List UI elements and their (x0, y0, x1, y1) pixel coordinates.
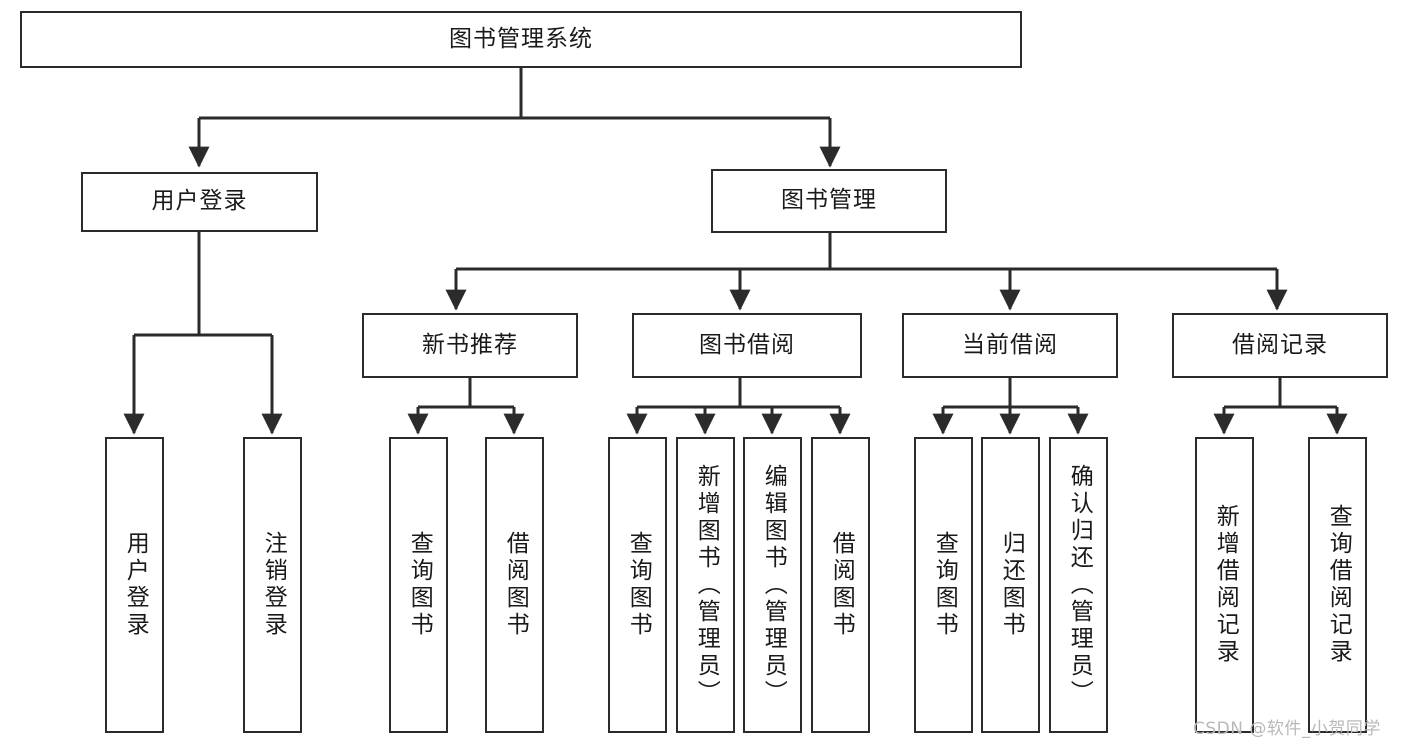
leaf-confirm-return[interactable]: 确认归还（管理员） (1049, 437, 1108, 733)
node-book-borrow[interactable]: 图书借阅 (632, 313, 862, 378)
node-root-label: 图书管理系统 (449, 25, 593, 52)
leaf-confirm-return-label: 确认归还（管理员） (1066, 463, 1093, 707)
leaf-query-book-3-label: 查询图书 (931, 531, 958, 639)
leaf-borrow-book-1-label: 借阅图书 (502, 531, 529, 639)
node-book-manage[interactable]: 图书管理 (711, 169, 947, 233)
leaf-add-record-label: 新增借阅记录 (1212, 504, 1239, 666)
leaf-query-book-2-label: 查询图书 (625, 531, 652, 639)
node-current-borrow[interactable]: 当前借阅 (902, 313, 1118, 378)
leaf-user-login-label: 用户登录 (122, 531, 149, 639)
leaf-query-book-3[interactable]: 查询图书 (914, 437, 973, 733)
leaf-query-book-2[interactable]: 查询图书 (608, 437, 667, 733)
leaf-edit-book-label: 编辑图书（管理员） (760, 463, 787, 707)
leaf-query-book-1[interactable]: 查询图书 (389, 437, 448, 733)
node-root[interactable]: 图书管理系统 (20, 11, 1022, 68)
leaf-add-book[interactable]: 新增图书（管理员） (676, 437, 735, 733)
node-user-login-label: 用户登录 (151, 188, 248, 215)
node-new-book-recommend[interactable]: 新书推荐 (362, 313, 578, 378)
leaf-query-record-label: 查询借阅记录 (1325, 504, 1352, 666)
leaf-return-book-label: 归还图书 (998, 531, 1025, 639)
leaf-edit-book[interactable]: 编辑图书（管理员） (743, 437, 802, 733)
node-borrow-record[interactable]: 借阅记录 (1172, 313, 1388, 378)
leaf-return-book[interactable]: 归还图书 (981, 437, 1040, 733)
node-borrow-record-label: 借阅记录 (1232, 331, 1328, 358)
leaf-user-login[interactable]: 用户登录 (105, 437, 164, 733)
leaf-query-record[interactable]: 查询借阅记录 (1308, 437, 1367, 733)
leaf-borrow-book-1[interactable]: 借阅图书 (485, 437, 544, 733)
leaf-borrow-book-2[interactable]: 借阅图书 (811, 437, 870, 733)
leaf-borrow-book-2-label: 借阅图书 (828, 531, 855, 639)
leaf-logout-login-label: 注销登录 (260, 531, 287, 639)
leaf-logout-login[interactable]: 注销登录 (243, 437, 302, 733)
node-book-manage-label: 图书管理 (781, 187, 877, 214)
leaf-add-record[interactable]: 新增借阅记录 (1195, 437, 1254, 733)
node-book-borrow-label: 图书借阅 (699, 331, 795, 358)
leaf-query-book-1-label: 查询图书 (406, 531, 433, 639)
leaf-add-book-label: 新增图书（管理员） (693, 463, 720, 707)
node-new-book-recommend-label: 新书推荐 (422, 331, 518, 358)
node-current-borrow-label: 当前借阅 (962, 331, 1058, 358)
node-user-login[interactable]: 用户登录 (81, 172, 318, 232)
